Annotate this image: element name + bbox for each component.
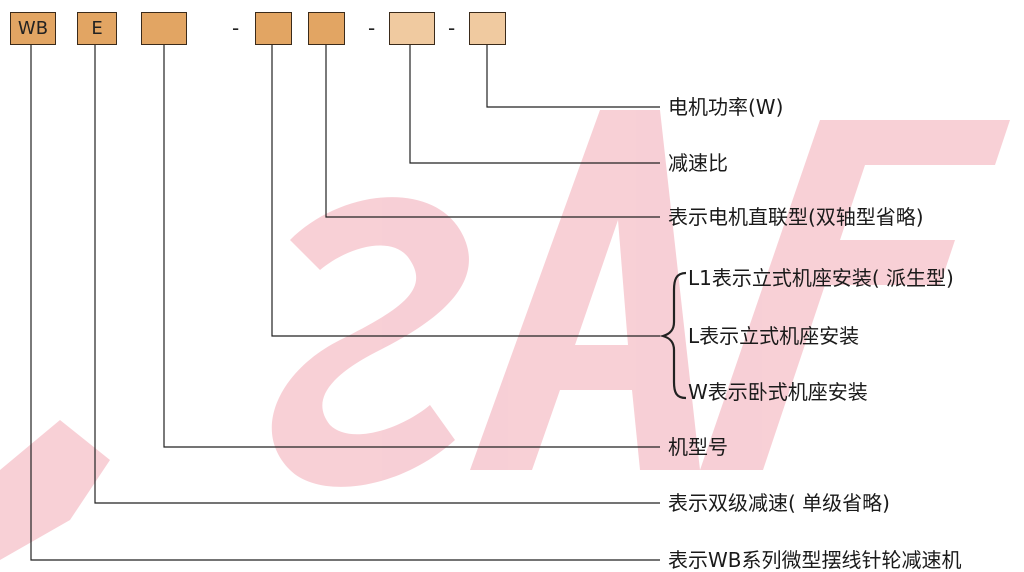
label-motor-power: 电机功率(W) [668,95,784,119]
separator-dash: - [368,16,376,40]
label-double-stage: 表示双级减速( 单级省略) [668,491,890,515]
label-series: 表示WB系列微型摆线针轮减速机 [668,548,962,572]
code-box-mount [255,12,292,45]
label-l-vertical: L表示立式机座安装 [688,324,860,348]
code-box-frame [141,12,187,45]
code-box-e: E [77,12,117,45]
leader-line-mount [271,45,660,337]
code-box-wb: WB [10,12,56,45]
label-reduction-ratio: 减速比 [668,151,728,175]
leader-line-ratio [409,45,660,164]
leader-line-double [94,45,660,504]
label-frame-size: 机型号 [668,435,728,459]
leader-line-direct [325,45,660,218]
label-l1-vertical: L1表示立式机座安装( 派生型) [688,266,954,290]
brace-icon [659,271,687,400]
label-direct-motor: 表示电机直联型(双轴型省略) [668,205,924,229]
label-w-horizontal: W表示卧式机座安装 [688,380,868,404]
code-box-direct [308,12,345,45]
leader-line-series [30,45,660,561]
leader-line-power [486,45,660,108]
separator-dash: - [232,16,240,40]
code-box-power [469,12,506,45]
code-box-ratio [389,12,435,45]
leader-line-frame [163,45,660,448]
separator-dash: - [448,16,456,40]
